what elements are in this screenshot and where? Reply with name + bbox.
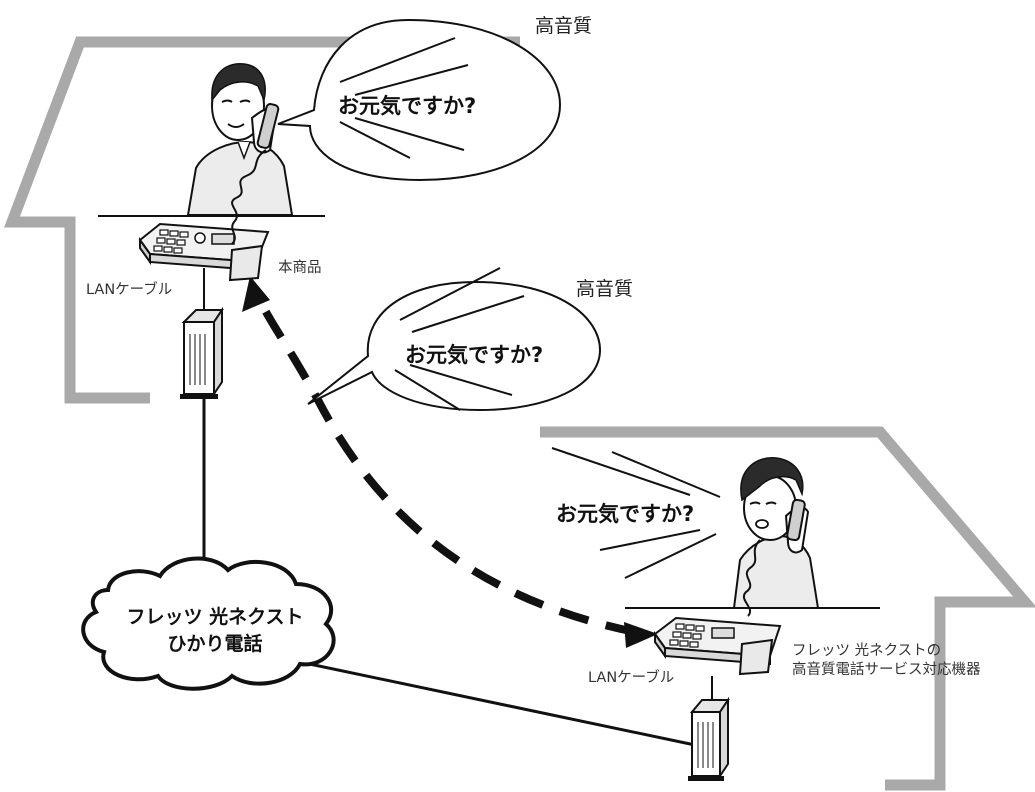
router-device-left	[180, 306, 224, 399]
arrow-head-up	[242, 276, 270, 312]
label-device-line2: 高音質電話サービス対応機器	[792, 660, 981, 678]
router-device-right	[688, 696, 730, 781]
cloud-text-line2: ひかり電話	[167, 632, 262, 655]
label-device-line1: フレッツ 光ネクストの	[792, 642, 941, 659]
label-high-quality-middle: 高音質	[576, 278, 633, 300]
speech-text-middle: お元気ですか?	[405, 343, 543, 367]
speech-bubble-top	[277, 18, 562, 182]
speech-bubble-middle	[307, 267, 602, 412]
lan-line-cloud-right	[299, 660, 696, 747]
person-left	[186, 63, 294, 245]
cloud-text-line1: フレッツ 光ネクスト	[126, 605, 303, 628]
arrow-head-right	[624, 622, 658, 648]
house-outline-left	[4, 36, 520, 404]
phone-device-left	[138, 222, 270, 282]
label-lan-cable-left: LANケーブル	[86, 280, 172, 298]
sound-lines-right	[551, 447, 721, 579]
speech-text-top: お元気ですか?	[338, 94, 476, 118]
label-this-product: 本商品	[278, 259, 322, 276]
label-high-quality-top: 高音質	[535, 15, 592, 37]
speech-text-right: お元気ですか?	[556, 502, 694, 526]
phone-device-right	[653, 616, 782, 676]
person-right	[732, 457, 820, 617]
house-outline-right	[540, 426, 1035, 791]
call-path-dashed	[251, 288, 636, 636]
label-lan-cable-right: LANケーブル	[588, 668, 674, 686]
cloud-network	[81, 556, 336, 691]
